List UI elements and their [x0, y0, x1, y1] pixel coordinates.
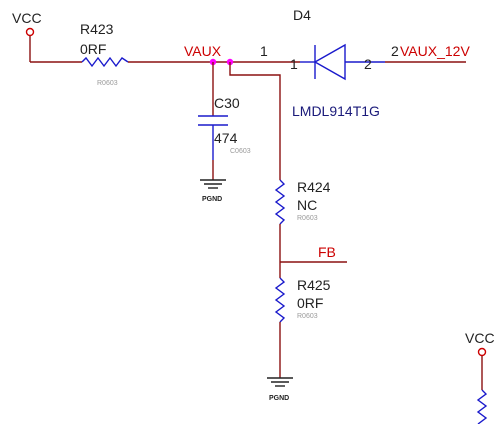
fb-net-label: FB: [318, 244, 336, 260]
d4-triangle: [313, 43, 346, 81]
r425-zigzag: [274, 277, 286, 323]
c30-ref-label: C30: [214, 95, 240, 111]
diode-d4: D4 1 2 2 LMDL914T1G: [290, 7, 399, 119]
r423-zigzag: [81, 56, 129, 68]
resistor-r425: R425 0RF R0603: [274, 277, 331, 323]
d4-part-number: LMDL914T1G: [292, 103, 380, 119]
r425-package-label: R0603: [297, 313, 318, 320]
r425-value-label: 0RF: [297, 295, 323, 311]
d4-pin-cathode-inner: 2: [364, 56, 372, 72]
d4-pin-cathode-outer: 2: [391, 43, 399, 59]
r423-ref-label: R423: [80, 21, 114, 37]
vcc-power-symbol-right: VCC: [465, 330, 495, 424]
partial-resistor-zigzag: [476, 389, 488, 424]
c30-value-label: 474: [214, 130, 238, 146]
vcc-power-circle-right: [477, 347, 487, 357]
r425-ref-label: R425: [297, 277, 331, 293]
r424-value-label: NC: [297, 197, 317, 213]
r424-package-label: R0603: [297, 215, 318, 222]
d4-pin-anode-outer: 1: [260, 43, 268, 59]
resistor-r424: R424 NC R0603: [274, 179, 331, 225]
pgnd-symbol-1: PGND: [200, 179, 226, 203]
pgnd-symbol-2: PGND: [267, 377, 293, 402]
vcc-power-circle: [25, 27, 35, 37]
capacitor-c30: C30 474 C0603: [198, 95, 251, 160]
r424-ref-label: R424: [297, 179, 331, 195]
r424-zigzag: [274, 179, 286, 225]
vaux-net-label: VAUX: [184, 43, 222, 59]
r423-value-label: 0RF: [80, 41, 106, 57]
vcc-label-right: VCC: [465, 330, 495, 346]
r423-package-label: R0603: [97, 80, 118, 87]
vcc-label-left: VCC: [12, 10, 42, 26]
vcc-power-symbol-left: VCC: [12, 10, 42, 62]
d4-ref-label: D4: [293, 7, 311, 23]
vaux-12v-net-label: VAUX_12V: [400, 43, 470, 59]
resistor-r423: R423 0RF R0603: [80, 21, 129, 87]
pgnd-label-2: PGND: [269, 395, 289, 402]
d4-pin-anode-inner: 1: [290, 56, 298, 72]
wire-vaux-to-r424: [229, 62, 281, 180]
pgnd-label-1: PGND: [202, 196, 222, 203]
c30-package-label: C0603: [230, 148, 251, 155]
